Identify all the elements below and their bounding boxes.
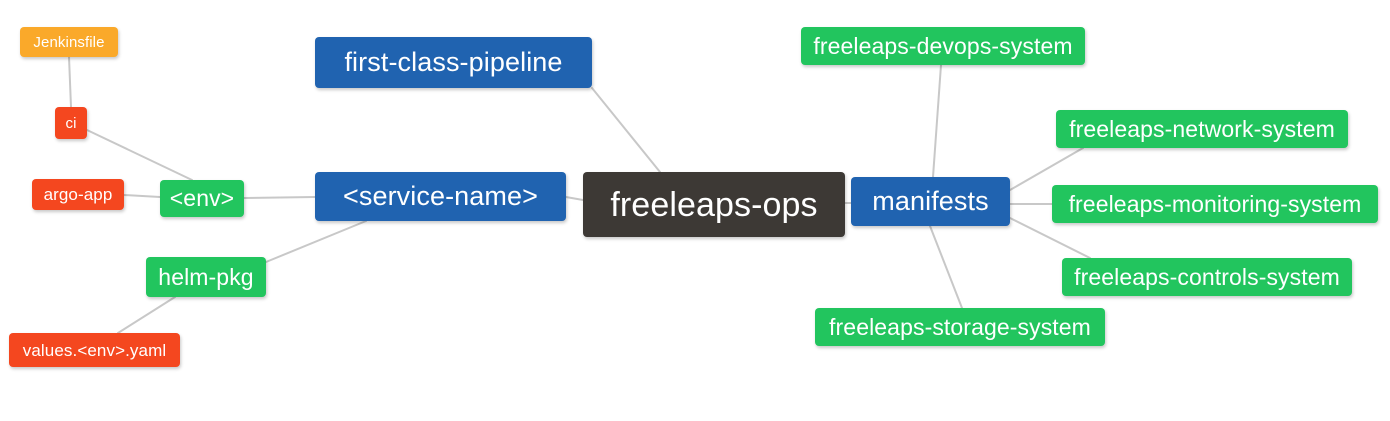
edge-manifests-to-freeleaps-storage-system xyxy=(929,225,963,309)
edge-first-class-pipeline-to-freeleaps-ops xyxy=(591,87,661,173)
node-label: first-class-pipeline xyxy=(344,47,563,77)
node-label: freeleaps-network-system xyxy=(1069,115,1335,142)
edge-helm-pkg-to-values-env-yaml xyxy=(117,296,176,334)
node-label: <service-name> xyxy=(343,181,538,211)
node-values-env-yaml[interactable]: values.<env>.yaml xyxy=(9,333,180,367)
node-freeleaps-controls-system[interactable]: freeleaps-controls-system xyxy=(1062,258,1352,296)
edge-argo-app-to-env xyxy=(123,194,161,198)
edge-ci-to-env xyxy=(86,129,193,181)
node-freeleaps-monitoring-system[interactable]: freeleaps-monitoring-system xyxy=(1052,185,1378,223)
edge-service-name-to-helm-pkg xyxy=(265,220,367,263)
node-freeleaps-devops-system[interactable]: freeleaps-devops-system xyxy=(801,27,1085,65)
node-env[interactable]: <env> xyxy=(160,180,244,217)
node-label: values.<env>.yaml xyxy=(22,340,167,360)
node-argo-app[interactable]: argo-app xyxy=(32,179,124,210)
node-label: freeleaps-storage-system xyxy=(829,313,1091,340)
edge-service-name-to-freeleaps-ops xyxy=(565,196,584,201)
node-helm-pkg[interactable]: helm-pkg xyxy=(146,257,266,297)
node-label: freeleaps-ops xyxy=(610,185,818,224)
edge-manifests-to-freeleaps-network-system xyxy=(1009,147,1084,191)
edge-manifests-to-freeleaps-devops-system xyxy=(932,64,942,178)
node-label: <env> xyxy=(169,185,235,211)
node-manifests[interactable]: manifests xyxy=(851,177,1010,226)
edge-manifests-to-freeleaps-controls-system xyxy=(1009,217,1091,259)
node-freeleaps-storage-system[interactable]: freeleaps-storage-system xyxy=(815,308,1105,346)
edge-env-to-service-name xyxy=(243,196,316,199)
node-jenkinsfile[interactable]: Jenkinsfile xyxy=(20,27,118,57)
node-label: freeleaps-controls-system xyxy=(1074,263,1340,290)
node-label: manifests xyxy=(872,186,989,216)
node-freeleaps-ops[interactable]: freeleaps-ops xyxy=(583,172,845,237)
node-service-name[interactable]: <service-name> xyxy=(315,172,566,221)
edge-jenkinsfile-to-ci xyxy=(68,56,72,108)
node-label: helm-pkg xyxy=(158,263,254,290)
node-label: Jenkinsfile xyxy=(33,33,105,51)
node-label: freeleaps-monitoring-system xyxy=(1068,190,1362,217)
node-label: argo-app xyxy=(43,185,113,204)
node-label: freeleaps-devops-system xyxy=(813,32,1073,59)
node-freeleaps-network-system[interactable]: freeleaps-network-system xyxy=(1056,110,1348,148)
node-first-class-pipeline[interactable]: first-class-pipeline xyxy=(315,37,592,88)
node-ci[interactable]: ci xyxy=(55,107,87,139)
node-label: ci xyxy=(65,114,77,132)
